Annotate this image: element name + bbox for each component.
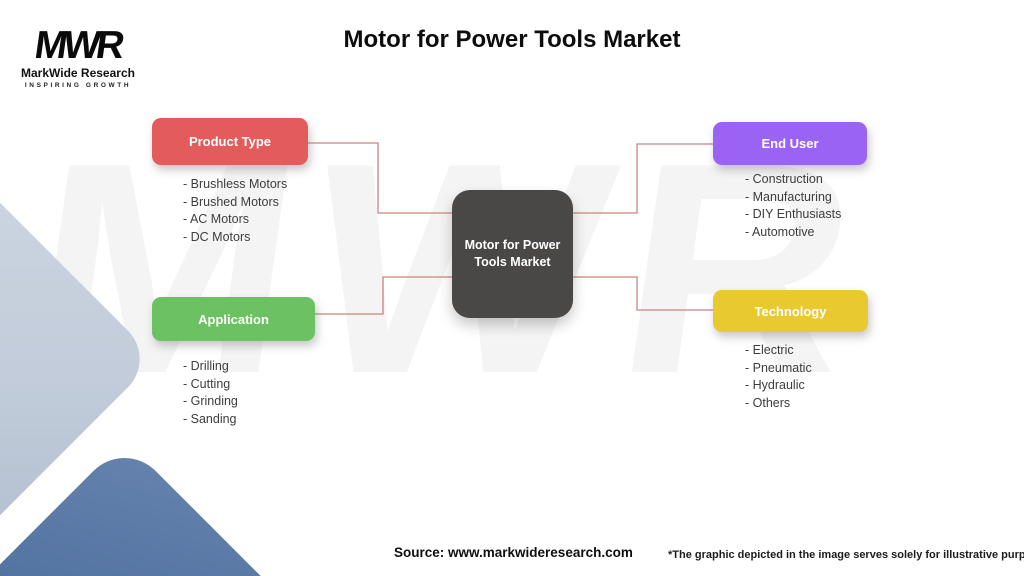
connector-application bbox=[315, 276, 452, 315]
connector-product-type bbox=[308, 142, 452, 214]
list-item: - Drilling bbox=[183, 359, 229, 373]
category-list-technology: - Electric - Pneumatic - Hydraulic - Others bbox=[745, 342, 812, 412]
category-label-product-type: Product Type bbox=[188, 134, 272, 149]
list-item: - DC Motors bbox=[183, 229, 251, 244]
source-text: Source: www.markwideresearch.com bbox=[394, 545, 633, 560]
category-box-end-user: End User bbox=[713, 122, 867, 165]
list-item: - Brushless Motors bbox=[183, 177, 288, 191]
logo-name: MarkWide Research bbox=[21, 66, 135, 80]
list-item: - AC Motors bbox=[183, 212, 249, 226]
list-item: - Sanding bbox=[183, 411, 237, 426]
center-node-line2: Tools Market bbox=[474, 255, 551, 269]
category-label-technology: Technology bbox=[754, 303, 827, 319]
category-list-application: - Drilling - Cutting - Grinding - Sanding bbox=[183, 358, 238, 428]
list-item: - Others bbox=[745, 395, 791, 410]
list-item: - Cutting bbox=[183, 376, 231, 391]
logo: MWR MarkWide Research INSPIRING GROWTH bbox=[20, 24, 136, 89]
connector-technology bbox=[573, 276, 713, 311]
list-item: - DIY Enthusiasts bbox=[745, 207, 842, 221]
list-item: - Automotive bbox=[745, 224, 815, 239]
center-node: Motor for Power Tools Market bbox=[452, 190, 573, 318]
category-label-end-user: End User bbox=[761, 136, 819, 151]
list-item: - Hydraulic bbox=[745, 378, 805, 392]
logo-tagline: INSPIRING GROWTH bbox=[24, 82, 132, 89]
category-list-end-user: - Construction - Manufacturing - DIY Enthu… bbox=[745, 171, 841, 241]
category-label-application: Application bbox=[198, 311, 269, 327]
category-list-product-type: - Brushless Motors - Brushed Motors - AC M… bbox=[183, 176, 287, 246]
list-item: - Pneumatic bbox=[745, 360, 812, 375]
list-item: - Electric bbox=[745, 343, 794, 357]
disclaimer-text: *The graphic depicted in the image serve… bbox=[668, 549, 1024, 561]
page-title: Motor for Power Tools Market bbox=[343, 26, 681, 53]
connector-end-user bbox=[573, 143, 713, 214]
list-item: - Brushed Motors bbox=[183, 194, 279, 209]
list-item: - Construction bbox=[745, 172, 823, 186]
category-box-product-type: Product Type bbox=[152, 118, 308, 165]
list-item: - Manufacturing bbox=[745, 189, 832, 204]
category-box-technology: Technology bbox=[713, 290, 868, 332]
list-item: - Grinding bbox=[183, 394, 238, 408]
center-node-line1: Motor for Power bbox=[464, 237, 561, 252]
category-box-application: Application bbox=[152, 297, 315, 341]
